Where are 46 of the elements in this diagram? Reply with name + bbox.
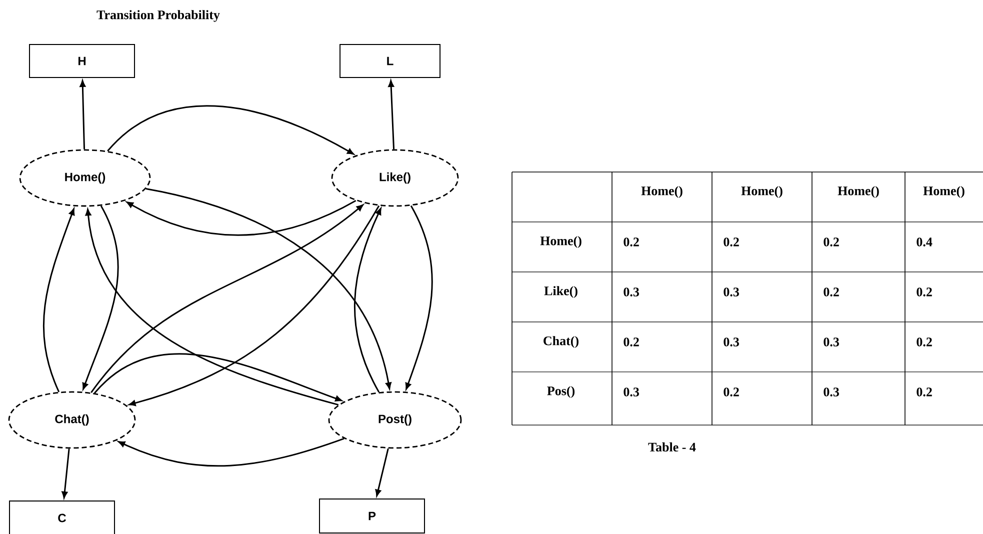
- table-cell: Home(): [641, 186, 682, 198]
- table-cell: 0.3: [724, 288, 739, 296]
- arrow: [354, 208, 382, 392]
- arrow: [94, 353, 342, 402]
- table-cell: Home(): [923, 186, 964, 198]
- arrow: [90, 204, 364, 394]
- table-cell: 0.2: [724, 388, 739, 396]
- table-cell: Like(): [544, 286, 578, 298]
- arrow: [126, 200, 356, 236]
- table-cell: Home(): [540, 236, 582, 248]
- table-cell: 0.2: [916, 338, 932, 346]
- arrow: [375, 448, 389, 496]
- table-caption: Table - 4: [648, 442, 696, 452]
- title: Transition Probability: [96, 10, 220, 22]
- table-cell: 0.2: [916, 388, 932, 396]
- table-cell: 0.2: [624, 338, 639, 346]
- arrow: [146, 188, 392, 390]
- arrow: [82, 205, 119, 390]
- table-cell: 0.2: [824, 238, 839, 246]
- table-cell: 0.3: [824, 338, 839, 346]
- table-cell: Pos(): [547, 386, 575, 398]
- table-cell: 0.3: [724, 338, 739, 346]
- state-box: C: [9, 500, 115, 534]
- arrow: [62, 448, 70, 498]
- table-cell: 0.3: [624, 288, 639, 296]
- table-cell: 0.3: [824, 388, 839, 396]
- table-cell: 0.2: [724, 238, 739, 246]
- state-box: L: [340, 44, 440, 78]
- arrow: [107, 105, 354, 155]
- state-box: P: [319, 498, 425, 534]
- table-cell: 0.4: [916, 238, 932, 246]
- arrow: [388, 80, 395, 150]
- table-cell: 0.2: [916, 288, 932, 296]
- arrow: [43, 208, 75, 392]
- arrow: [128, 205, 380, 406]
- arrow: [405, 205, 433, 390]
- table-cell: Chat(): [544, 336, 578, 348]
- table-cell: 0.2: [824, 288, 839, 296]
- arrow: [80, 80, 86, 150]
- state-box: H: [29, 44, 135, 78]
- arrow: [118, 438, 344, 467]
- table-cell: Home(): [741, 186, 782, 198]
- table-cell: 0.2: [624, 238, 639, 246]
- table-cell: 0.3: [624, 388, 639, 396]
- arrow: [85, 208, 339, 406]
- table-cell: Home(): [838, 186, 879, 198]
